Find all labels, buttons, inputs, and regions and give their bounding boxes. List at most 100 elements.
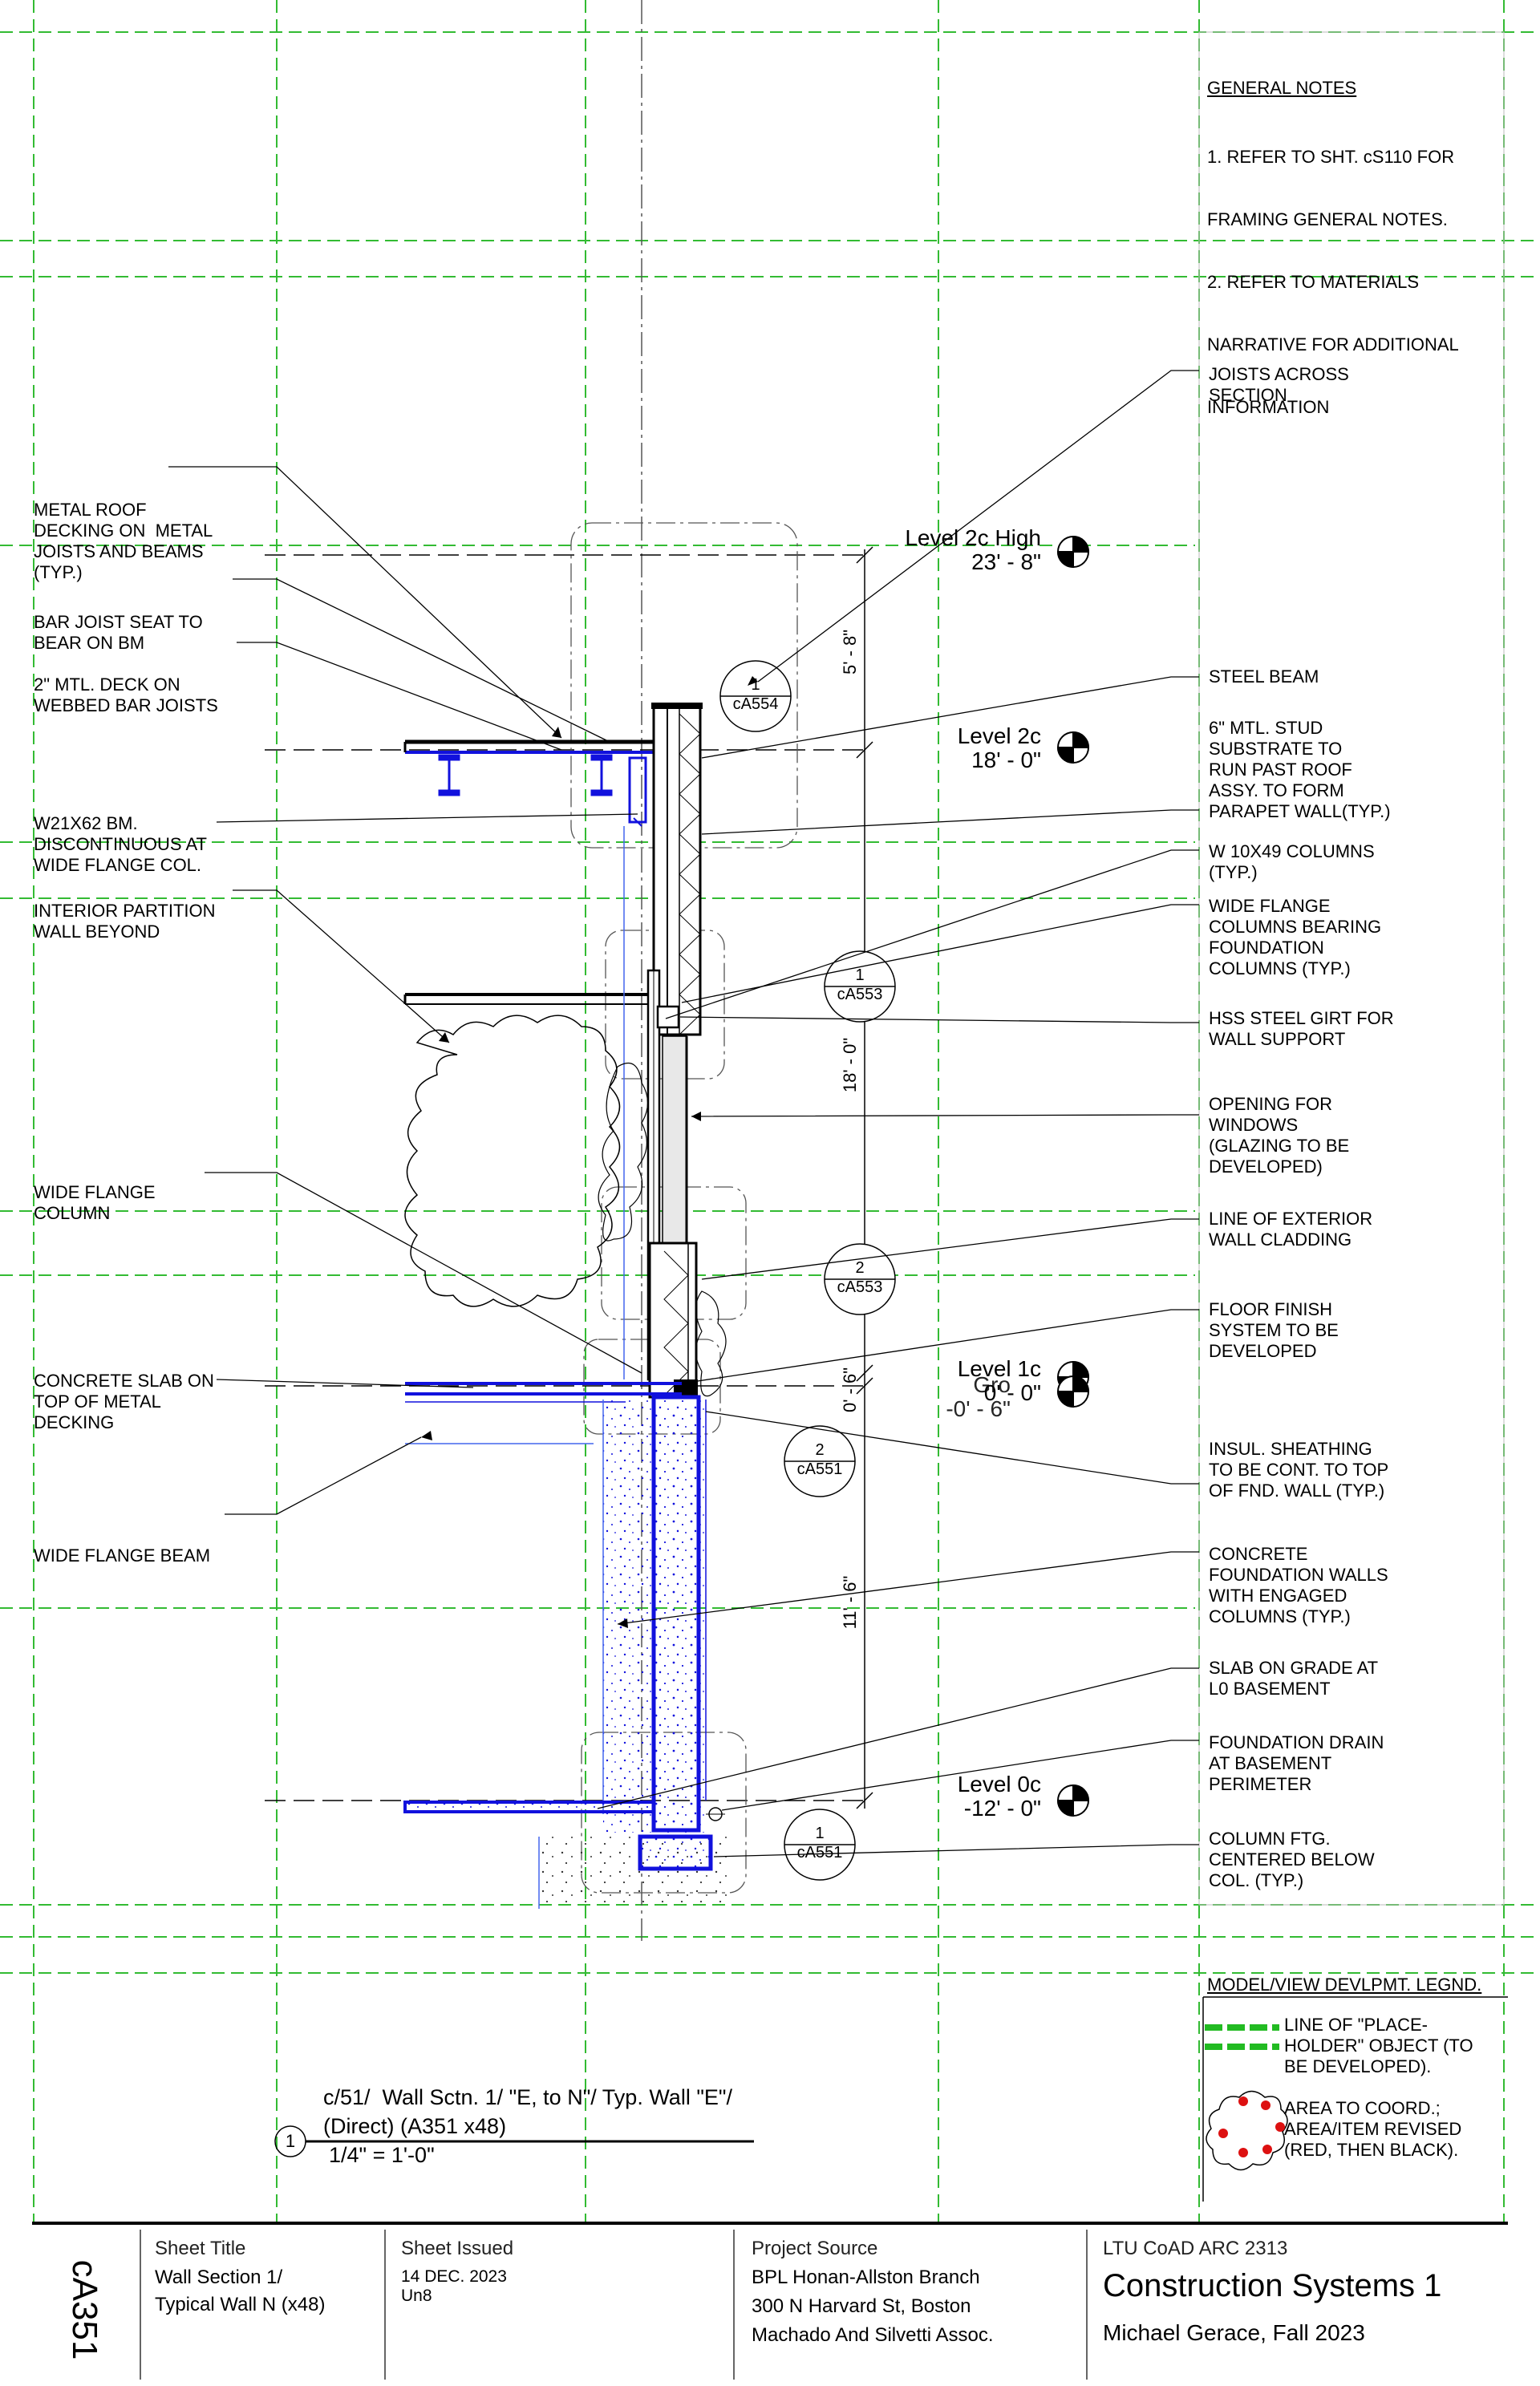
view-title-graphics bbox=[274, 2125, 754, 2157]
callout-number: 1 bbox=[855, 966, 865, 984]
level-name: Level 2c bbox=[957, 723, 1041, 748]
dimension-5-8: 5' - 8" bbox=[840, 629, 860, 675]
level-markers bbox=[1056, 535, 1090, 1817]
sheet-title-label: Sheet Title bbox=[155, 2238, 246, 2259]
general-notes-line: 2. REFER TO MATERIALS bbox=[1207, 272, 1420, 292]
note-line: SLAB ON GRADE AT bbox=[1209, 1658, 1379, 1678]
legend-line: BE DEVELOPED). bbox=[1284, 2056, 1432, 2076]
legend-line: LINE OF "PLACE- bbox=[1284, 2015, 1428, 2035]
note-line: DISCONTINUOUS AT bbox=[34, 834, 207, 854]
note-line: 2" MTL. DECK ON bbox=[34, 674, 180, 695]
note-line: DECKING ON METAL bbox=[34, 521, 213, 541]
note-line: WIDE FLANGE COL. bbox=[34, 855, 202, 875]
level-elevation: -12' - 0" bbox=[963, 1796, 1041, 1821]
legend-revision-item: AREA TO COORD.;AREA/ITEM REVISED(RED, TH… bbox=[1284, 2098, 1461, 2161]
note-line: DECKING bbox=[34, 1412, 115, 1432]
view-scale: 1/4" = 1'-0" bbox=[329, 2143, 435, 2167]
note-line: WALL CLADDING bbox=[1209, 1229, 1352, 1250]
note-line: SUBSTRATE TO bbox=[1209, 739, 1343, 759]
general-notes-line: FRAMING GENERAL NOTES. bbox=[1207, 209, 1448, 229]
exterior-wall bbox=[646, 703, 703, 1399]
level-name: Level 1c bbox=[957, 1356, 1041, 1381]
level-elevation: 23' - 8" bbox=[971, 549, 1041, 574]
note-line: WIDE FLANGE bbox=[1209, 896, 1331, 916]
level-elevation: 18' - 0" bbox=[971, 747, 1041, 772]
view-title-line1: c/51/ Wall Sctn. 1/ "E, to N"/ Typ. Wall… bbox=[323, 2085, 732, 2109]
note-line: CONCRETE SLAB ON bbox=[34, 1371, 214, 1391]
partition-cloud bbox=[404, 1015, 621, 1307]
note-wide-flange-beam: WIDE FLANGE BEAM bbox=[34, 1504, 210, 1587]
legend-line: (RED, THEN BLACK). bbox=[1284, 2140, 1459, 2160]
callout-sheet: cA553 bbox=[837, 1278, 883, 1296]
note-line: WEBBED BAR JOISTS bbox=[34, 695, 218, 715]
note-line: WIDE FLANGE bbox=[34, 1182, 156, 1202]
note-line: DEVELOPED) bbox=[1209, 1157, 1323, 1177]
note-line: FOUNDATION DRAIN bbox=[1209, 1732, 1384, 1752]
roof-assembly bbox=[403, 739, 654, 827]
legend-line: HOLDER" OBJECT (TO bbox=[1284, 2036, 1473, 2056]
note-line: OPENING FOR bbox=[1209, 1094, 1333, 1114]
project-source-line2: 300 N Harvard St, Boston bbox=[752, 2295, 971, 2317]
level-name: Level 0c bbox=[957, 1772, 1041, 1797]
revision-cloud-swatch bbox=[1206, 2090, 1288, 2171]
note-line: WALL BEYOND bbox=[34, 922, 160, 942]
general-notes-line: NARRATIVE FOR ADDITIONAL bbox=[1207, 334, 1459, 354]
sheet-issued-label: Sheet Issued bbox=[401, 2238, 514, 2259]
legend-title: MODEL/VIEW DEVLPMT. LEGND. bbox=[1207, 1975, 1482, 1995]
note-line: STEEL BEAM bbox=[1209, 666, 1319, 687]
author: Michael Gerace, Fall 2023 bbox=[1103, 2320, 1365, 2345]
note-line: COLUMNS (TYP.) bbox=[1209, 958, 1351, 978]
foundation-wall bbox=[403, 1395, 732, 1909]
note-line: RUN PAST ROOF bbox=[1209, 760, 1352, 780]
general-notes-line: 1. REFER TO SHT. cS110 FOR bbox=[1207, 147, 1455, 167]
view-number: 1 bbox=[285, 2131, 296, 2151]
project-name: Construction Systems 1 bbox=[1103, 2268, 1442, 2303]
note-line: COLUMNS (TYP.) bbox=[1209, 1606, 1351, 1626]
sheet-title-line1: Wall Section 1/ bbox=[155, 2266, 283, 2288]
sheet-issued-date: 14 DEC. 2023 bbox=[401, 2267, 507, 2286]
note-line: WINDOWS bbox=[1209, 1115, 1299, 1135]
level-name: Level 2c High bbox=[905, 525, 1041, 550]
note-line: FLOOR FINISH bbox=[1209, 1299, 1333, 1319]
legend-line: AREA/ITEM REVISED bbox=[1284, 2119, 1462, 2139]
floor-slab bbox=[405, 1382, 682, 1444]
level-ground: Gro-0' - 6" bbox=[818, 1373, 1011, 1421]
note-line: METAL ROOF bbox=[34, 500, 147, 520]
note-line: BAR JOIST SEAT TO bbox=[34, 612, 203, 632]
legend-line: AREA TO COORD.; bbox=[1284, 2098, 1441, 2118]
dimension-11-6: 11' - 6" bbox=[840, 1575, 860, 1630]
note-line: FOUNDATION bbox=[1209, 938, 1324, 958]
note-line: WIDE FLANGE BEAM bbox=[34, 1545, 211, 1566]
note-line: LINE OF EXTERIOR bbox=[1209, 1209, 1373, 1229]
level-elevation: 0' - 0" bbox=[983, 1380, 1041, 1405]
note-line: COLUMN FTG. bbox=[1209, 1829, 1331, 1849]
sheet-title-line2: Typical Wall N (x48) bbox=[155, 2294, 326, 2315]
note-w10x49-columns: W 10X49 COLUMNS(TYP.) bbox=[1209, 841, 1375, 883]
note-line: BEAR ON BM bbox=[34, 633, 145, 653]
title-block-frame bbox=[32, 2222, 1508, 2380]
note-line: ASSY. TO FORM bbox=[1209, 780, 1344, 800]
note-line: (GLAZING TO BE bbox=[1209, 1136, 1350, 1156]
note-line: COLUMNS BEARING bbox=[1209, 917, 1382, 937]
callout-sheet: cA551 bbox=[796, 1460, 843, 1478]
interior-deck bbox=[403, 993, 650, 1005]
note-line: INSUL. SHEATHING bbox=[1209, 1439, 1372, 1459]
callout-sheet: cA554 bbox=[732, 695, 779, 713]
leader-lines bbox=[168, 370, 1199, 1857]
note-line: INTERIOR PARTITION bbox=[34, 901, 216, 921]
general-notes-line: INFORMATION bbox=[1207, 397, 1330, 417]
level-elevation: -0' - 6" bbox=[946, 1396, 1011, 1421]
note-line: CONCRETE bbox=[1209, 1544, 1308, 1564]
